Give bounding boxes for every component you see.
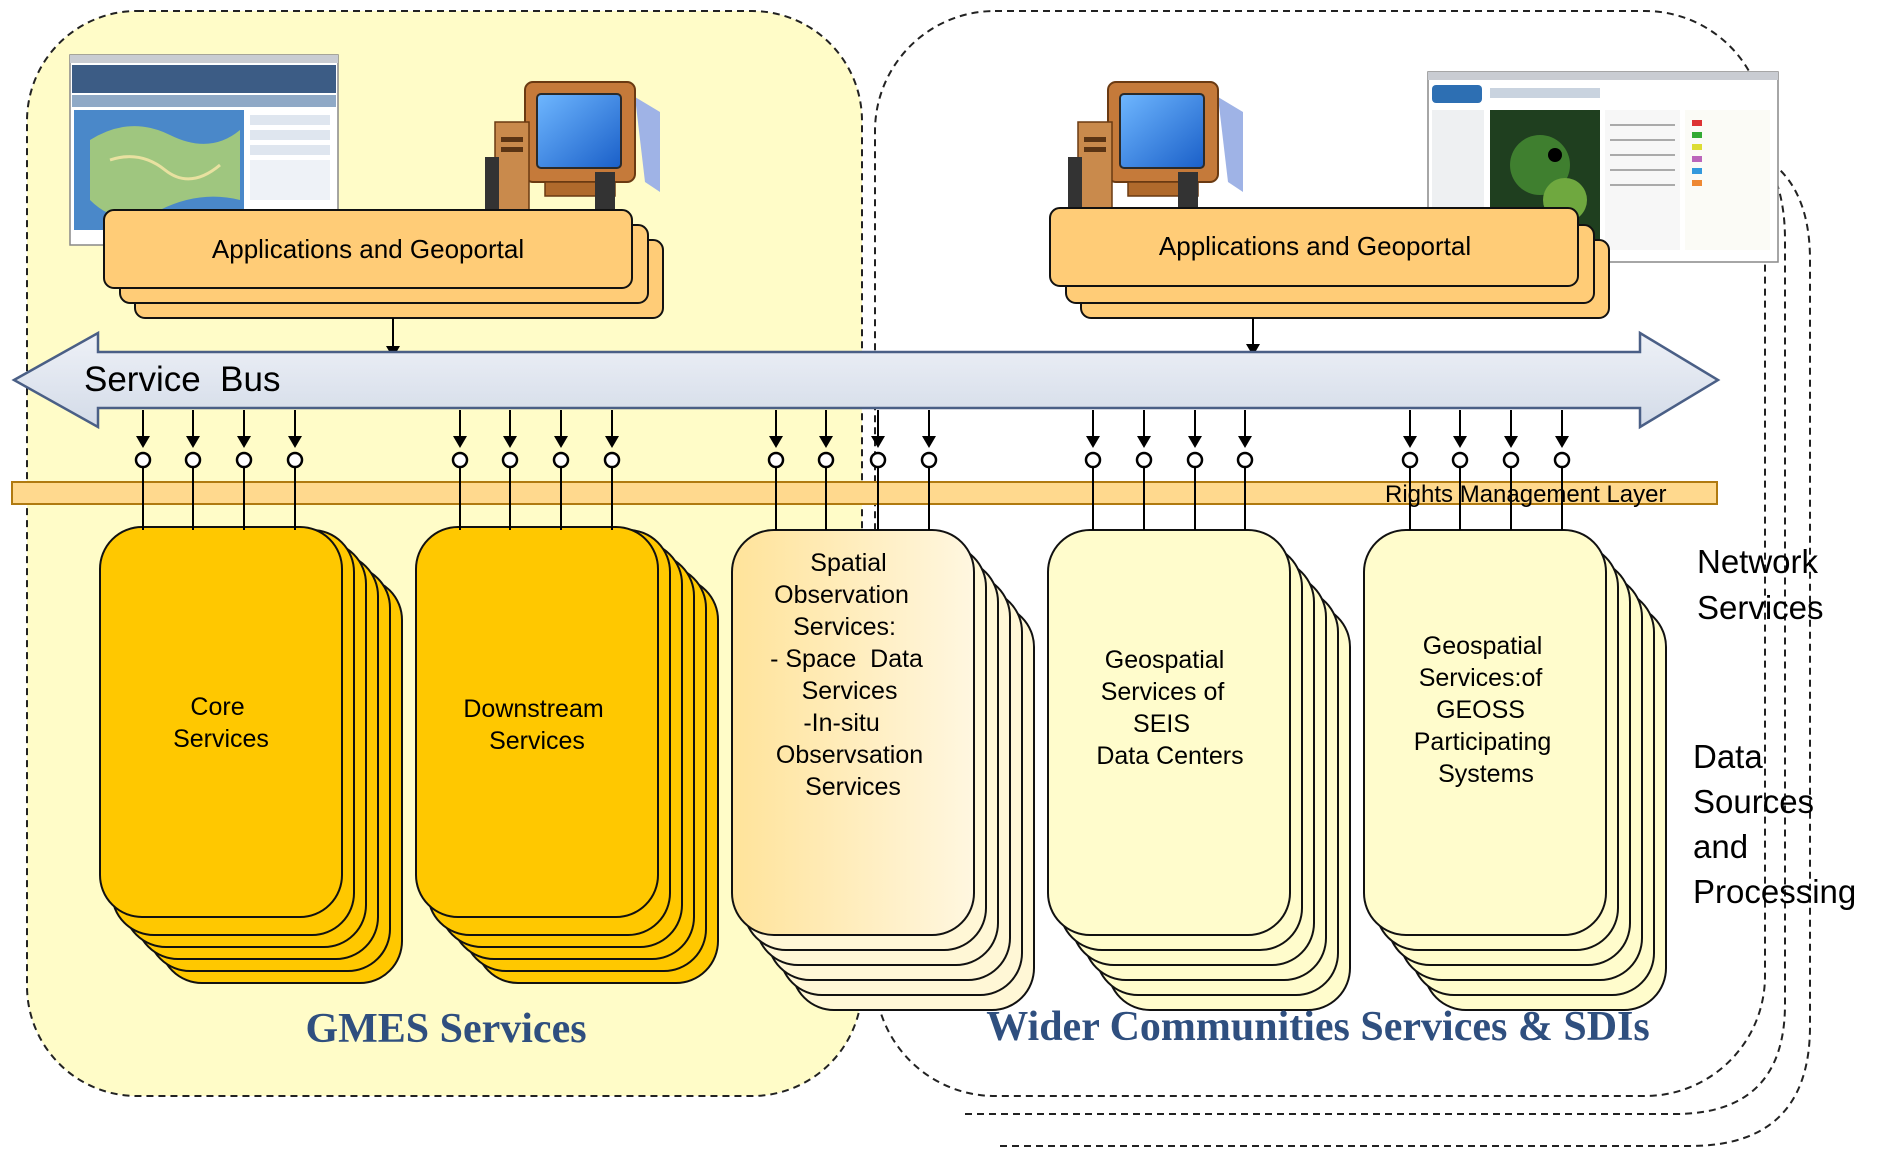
service-interface-connector (1401, 410, 1419, 530)
wider-region-title: Wider Communities Services & SDIs (986, 1004, 1649, 1050)
service-stack-label: Downstream Services (463, 695, 610, 755)
geoportal-connector (386, 318, 1260, 358)
service-interface-connector (286, 410, 304, 530)
geoportal-label: Applications and Geoportal (1159, 231, 1471, 261)
service-interface-connector (1451, 410, 1469, 530)
geoportal-stack-left: Applications and Geoportal (103, 209, 664, 319)
service-interface-connector (869, 410, 887, 530)
service-interface-connector (1135, 410, 1153, 530)
service-interface-connector (817, 410, 835, 530)
service-stack-geoss: Geospatial Services:of GEOSS Participati… (1363, 529, 1667, 1011)
service-connectors (134, 410, 1571, 530)
service-interface-connector (1186, 410, 1204, 530)
service-interface-connector (451, 410, 469, 530)
service-stack-label: Geospatial Services of SEIS Data Centers (1096, 646, 1243, 770)
service-interface-connector (134, 410, 152, 530)
service-bus-label: Service Bus (84, 360, 280, 399)
computer-icon (1068, 81, 1243, 223)
rights-management-layer (11, 481, 1718, 505)
service-interface-connector (501, 410, 519, 530)
geoportal-stack-right: Applications and Geoportal (1049, 207, 1610, 319)
gmes-region-title: GMES Services (305, 1006, 586, 1052)
rights-management-label: Rights Management Layer (1385, 481, 1666, 508)
service-stack-label: Spatial Observation Services: - Space Da… (770, 549, 930, 801)
service-interface-connector (920, 410, 938, 530)
service-bus: Service Bus (11, 330, 1721, 430)
service-interface-connector (1553, 410, 1571, 530)
service-stack-seis: Geospatial Services of SEIS Data Centers (1047, 529, 1351, 1011)
service-interface-connector (184, 410, 202, 530)
service-stack-downstream: Downstream Services (415, 526, 719, 984)
service-interface-connector (1236, 410, 1254, 530)
service-interface-connector (603, 410, 621, 530)
service-interface-connector (1084, 410, 1102, 530)
service-stack-core: Core Services (99, 526, 403, 984)
service-stack-spatial-observation: Spatial Observation Services: - Space Da… (731, 529, 1035, 1011)
service-stack-label: Core Services (173, 693, 269, 753)
data-sources-label: Data Sources and Processing (1693, 738, 1856, 910)
service-interface-connector (552, 410, 570, 530)
service-interface-connector (767, 410, 785, 530)
service-stack-label: Geospatial Services:of GEOSS Participati… (1414, 632, 1559, 788)
geoportal-label: Applications and Geoportal (212, 234, 524, 264)
service-interface-connector (235, 410, 253, 530)
service-interface-connector (1502, 410, 1520, 530)
network-services-label: Network Services (1697, 543, 1827, 626)
computer-icon (485, 81, 660, 223)
